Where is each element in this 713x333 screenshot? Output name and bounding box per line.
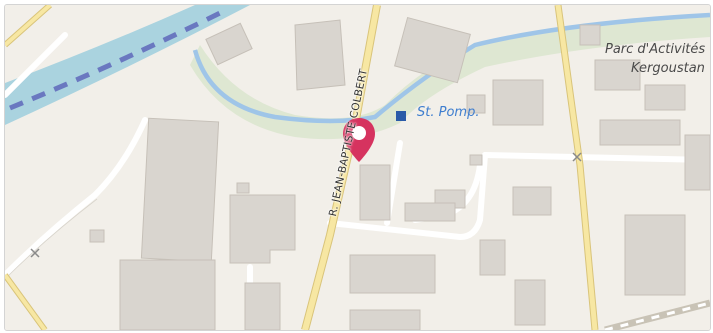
- junction-marks: [30, 152, 582, 258]
- poi-square-icon[interactable]: [396, 111, 406, 121]
- railway-line: [9, 10, 222, 111]
- map-view[interactable]: St. Pomp. Parc d'Activités Kergoustan R.…: [4, 4, 711, 331]
- map-marker-icon[interactable]: [341, 116, 377, 164]
- buildings: [89, 16, 710, 330]
- canal: [5, 5, 250, 125]
- major-roads: [5, 5, 599, 330]
- place-label-line1: Parc d'Activités: [605, 42, 706, 57]
- railway-bottom-dashes: [604, 301, 710, 330]
- map-canvas[interactable]: [5, 5, 710, 330]
- poi-label[interactable]: St. Pomp.: [417, 105, 480, 120]
- place-label-line2: Kergoustan: [631, 61, 705, 76]
- minor-road-casings: [5, 198, 98, 280]
- stream: [192, 12, 710, 124]
